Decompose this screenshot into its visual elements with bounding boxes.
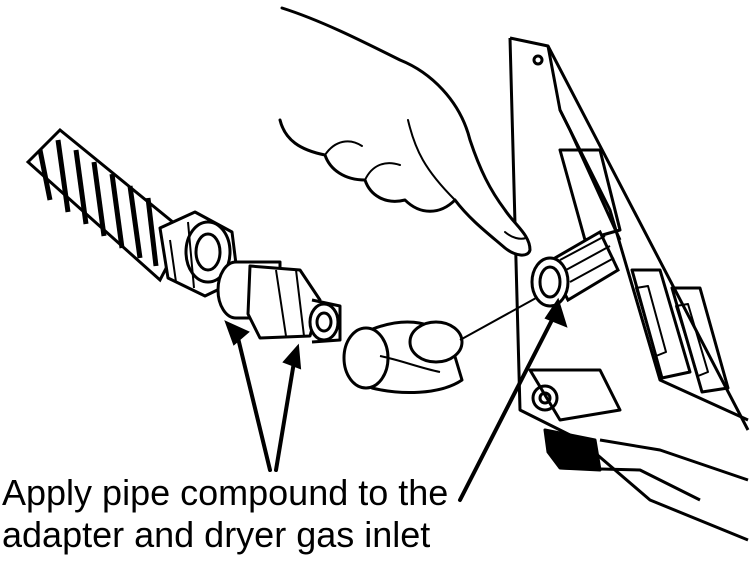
dryer-gas-inlet <box>530 229 620 308</box>
adapter-fitting <box>216 260 342 344</box>
instruction-caption: Apply pipe compound to the adapter and d… <box>2 472 602 556</box>
alignment-line <box>459 297 537 341</box>
flexible-gas-hose <box>25 127 187 283</box>
flare-nut <box>158 210 240 298</box>
arrow-to-inlet <box>458 297 568 502</box>
pointing-hand <box>278 6 532 257</box>
elbow-fitting <box>342 320 464 395</box>
arrows-to-adapter <box>224 320 302 472</box>
caption-line-1: Apply pipe compound to the <box>2 472 449 513</box>
dryer-back-panel <box>508 36 750 542</box>
caption-line-2: adapter and dryer gas inlet <box>2 514 431 555</box>
